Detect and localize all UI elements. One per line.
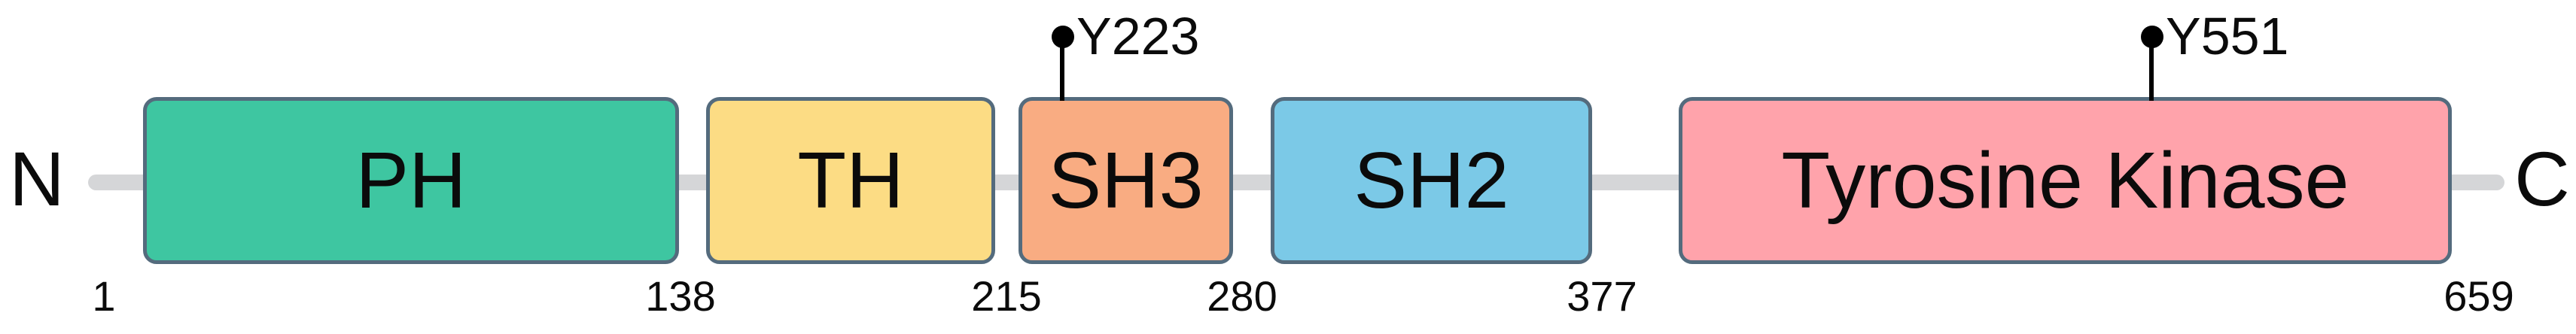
- domain-label-th: TH: [797, 136, 904, 225]
- phospho-site-label: Y223: [1076, 7, 1200, 65]
- phospho-site-stem: [2149, 44, 2154, 101]
- phospho-site-label: Y551: [2166, 7, 2289, 65]
- domain-box-ph: PH: [143, 97, 679, 264]
- domain-label-tyrosine-kinase: Tyrosine Kinase: [1781, 136, 2349, 225]
- residue-number: 280: [1207, 272, 1277, 320]
- domain-label-ph: PH: [355, 136, 467, 225]
- phospho-site-stem: [1060, 44, 1064, 101]
- domain-box-th: TH: [706, 97, 995, 264]
- residue-number: 377: [1567, 272, 1637, 320]
- residue-number: 659: [2444, 272, 2514, 320]
- domain-label-sh3: SH3: [1048, 136, 1204, 225]
- domain-box-sh2: SH2: [1271, 97, 1592, 264]
- residue-number: 1: [92, 272, 116, 320]
- domain-label-sh2: SH2: [1353, 136, 1509, 225]
- domain-box-sh3: SH3: [1019, 97, 1233, 264]
- residue-number: 138: [645, 272, 716, 320]
- domain-box-tyrosine-kinase: Tyrosine Kinase: [1679, 97, 2452, 264]
- c-terminus-label: C: [2514, 136, 2570, 222]
- residue-number: 215: [971, 272, 1042, 320]
- phospho-site-marker-icon: [2141, 26, 2163, 48]
- n-terminus-label: N: [9, 136, 65, 222]
- phospho-site-marker-icon: [1052, 26, 1074, 48]
